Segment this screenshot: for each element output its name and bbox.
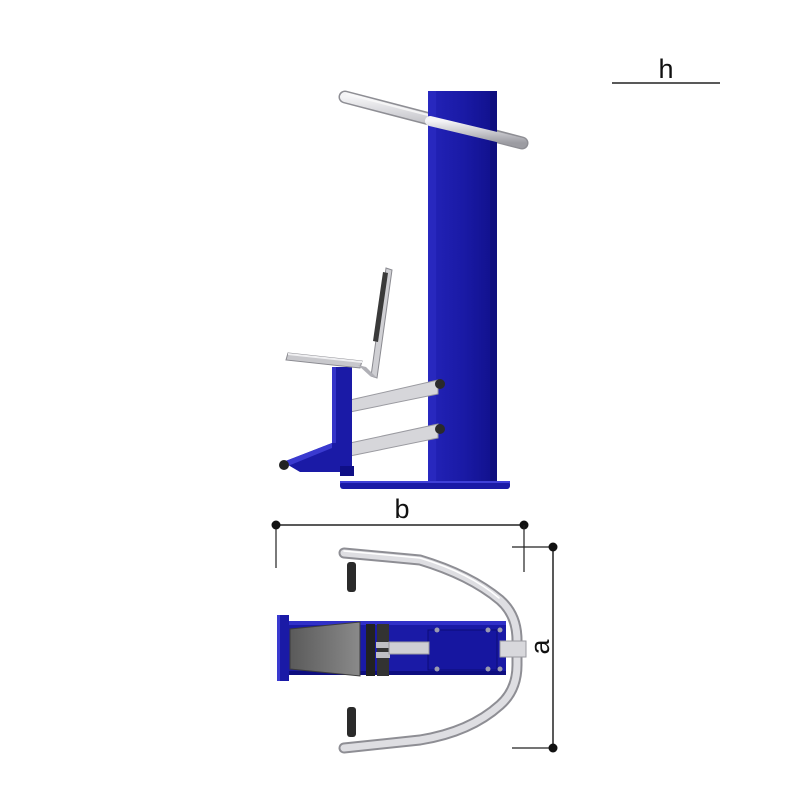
grip-lower [347,707,356,737]
dimension-label-b: b [394,494,409,524]
dimension-a: a [512,542,558,753]
connector-bars [349,379,439,457]
top-view [277,547,527,754]
handlebar-bracket [499,640,527,658]
dimension-label-h: h [658,54,673,84]
foot-cap [279,460,289,470]
dimension-h: h [612,54,720,84]
seat-top [289,621,361,677]
backrest-side [358,267,393,379]
side-view [279,90,529,489]
seat-side [285,352,363,369]
bolt-lower [435,424,445,434]
seat-frame [283,367,354,476]
bolt-upper [435,379,445,389]
grip-upper [347,562,356,592]
connector-bars-top [388,641,430,655]
main-post [428,91,497,483]
dimension-b: b [271,494,529,572]
post-plate-top [427,629,498,671]
backrest-top [366,624,390,676]
dimension-label-a: a [525,639,555,655]
